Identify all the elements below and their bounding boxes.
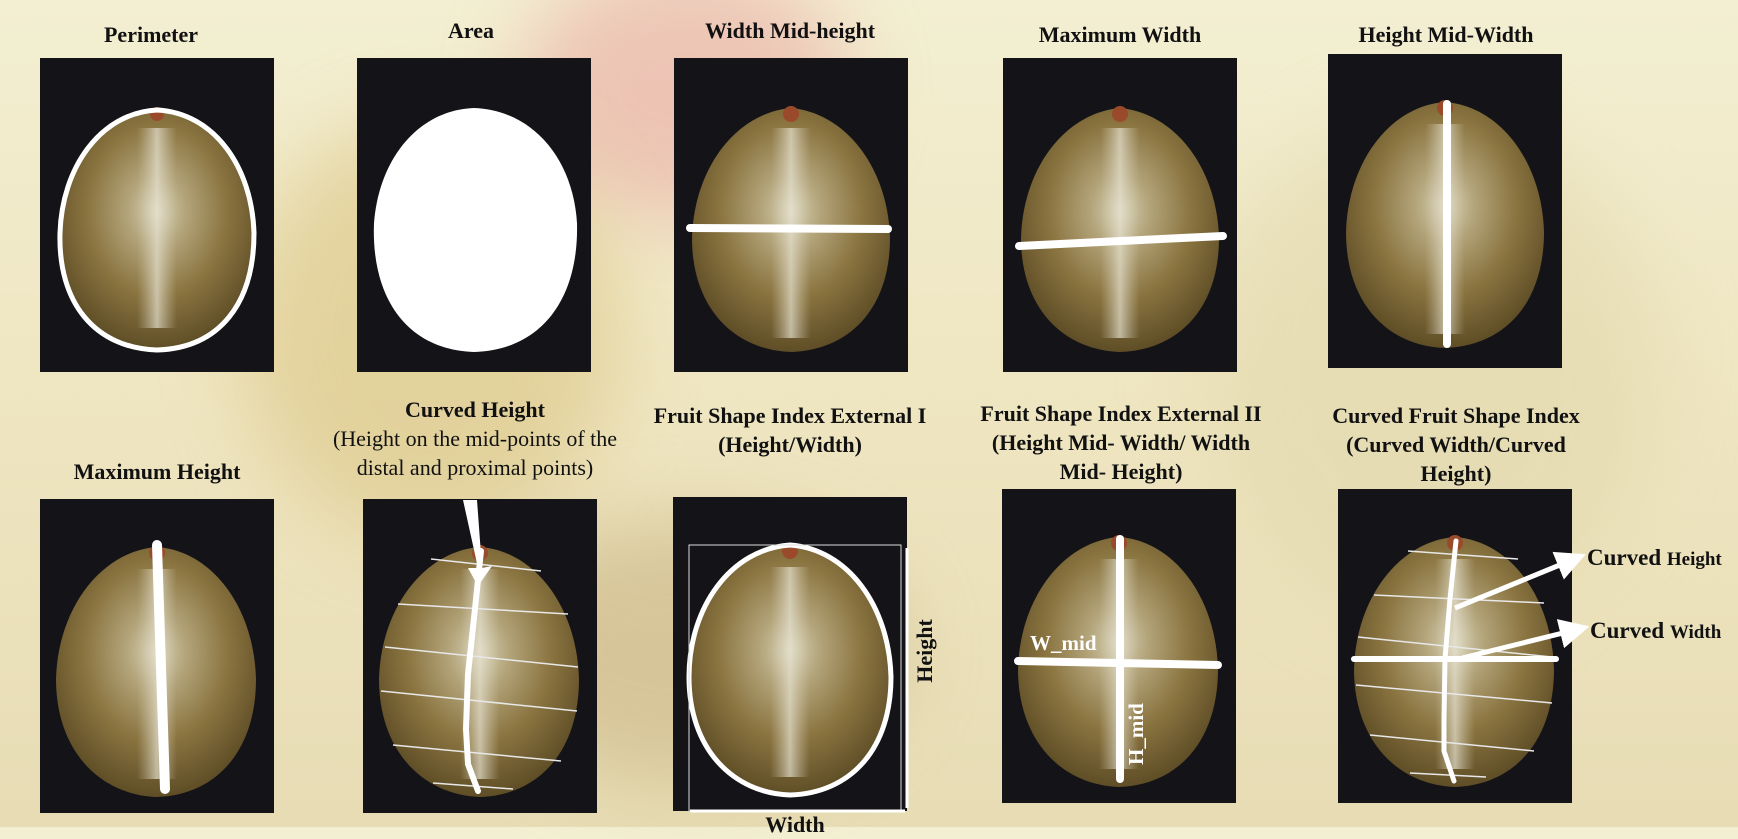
panel-curved-fsi bbox=[1338, 489, 1572, 803]
area-mask bbox=[357, 58, 591, 372]
grape-image bbox=[673, 497, 907, 811]
title-curved-fsi: Curved Fruit Shape Index (Curved Width/C… bbox=[1296, 401, 1616, 488]
grape-image bbox=[1328, 54, 1562, 368]
panel-maximum-height bbox=[40, 499, 274, 813]
grape-image bbox=[1003, 58, 1237, 372]
panel-curved-height bbox=[363, 499, 597, 813]
panel-width-mid-height bbox=[674, 58, 908, 372]
grape-image bbox=[1338, 489, 1572, 803]
title-fsi-external-2-line1: Fruit Shape Index External II bbox=[980, 401, 1261, 426]
panel-height-mid-width bbox=[1328, 54, 1562, 368]
panel-area bbox=[357, 58, 591, 372]
title-fsi-external-1-line2: (Height/Width) bbox=[630, 430, 950, 459]
grape-image bbox=[674, 58, 908, 372]
grape-image bbox=[40, 499, 274, 813]
title-curved-height-sub1: (Height on the mid-points of the bbox=[300, 424, 650, 453]
panel-perimeter bbox=[40, 58, 274, 372]
title-width-mid-height: Width Mid-height bbox=[650, 16, 930, 45]
panel-fsi-external-1 bbox=[673, 497, 907, 811]
panel-fsi-external-2: W_mid H_mid bbox=[1002, 489, 1236, 803]
grape-image bbox=[363, 499, 597, 813]
callout-curved-height: Curved Height bbox=[1587, 545, 1722, 571]
title-fsi-external-2-line2: (Height Mid- Width/ Width bbox=[956, 428, 1286, 457]
label-width: Width bbox=[745, 810, 845, 839]
w-mid-line bbox=[1018, 661, 1218, 665]
title-maximum-height: Maximum Height bbox=[40, 457, 274, 486]
callout-curved-height-word2: Height bbox=[1667, 549, 1722, 570]
title-curved-height-main: Curved Height bbox=[405, 397, 545, 422]
title-curved-height-sub2: distal and proximal points) bbox=[300, 453, 650, 482]
title-curved-height: Curved Height (Height on the mid-points … bbox=[300, 395, 650, 482]
label-h-mid: H_mid bbox=[1124, 703, 1149, 765]
title-fsi-external-2: Fruit Shape Index External II (Height Mi… bbox=[956, 399, 1286, 486]
title-curved-fsi-line3: Height) bbox=[1296, 459, 1616, 488]
title-fsi-external-1-line1: Fruit Shape Index External I bbox=[654, 403, 927, 428]
title-fsi-external-1: Fruit Shape Index External I (Height/Wid… bbox=[630, 401, 950, 459]
callout-curved-height-word1: Curved bbox=[1587, 545, 1661, 570]
grape-image bbox=[40, 58, 274, 372]
title-height-mid-width: Height Mid-Width bbox=[1306, 20, 1586, 49]
callout-curved-width-word2: Width bbox=[1670, 622, 1721, 643]
callout-curved-width: Curved Width bbox=[1590, 618, 1721, 644]
title-area: Area bbox=[360, 16, 582, 45]
title-fsi-external-2-line3: Mid- Height) bbox=[956, 457, 1286, 486]
panel-maximum-width bbox=[1003, 58, 1237, 372]
width-mid-height-line bbox=[690, 228, 888, 229]
label-w-mid: W_mid bbox=[1030, 631, 1097, 656]
title-maximum-width: Maximum Width bbox=[980, 20, 1260, 49]
title-curved-fsi-line2: (Curved Width/Curved bbox=[1296, 430, 1616, 459]
title-curved-fsi-line1: Curved Fruit Shape Index bbox=[1332, 403, 1580, 428]
callout-curved-width-word1: Curved bbox=[1590, 618, 1664, 643]
title-perimeter: Perimeter bbox=[40, 20, 262, 49]
label-height: Height bbox=[912, 619, 938, 683]
